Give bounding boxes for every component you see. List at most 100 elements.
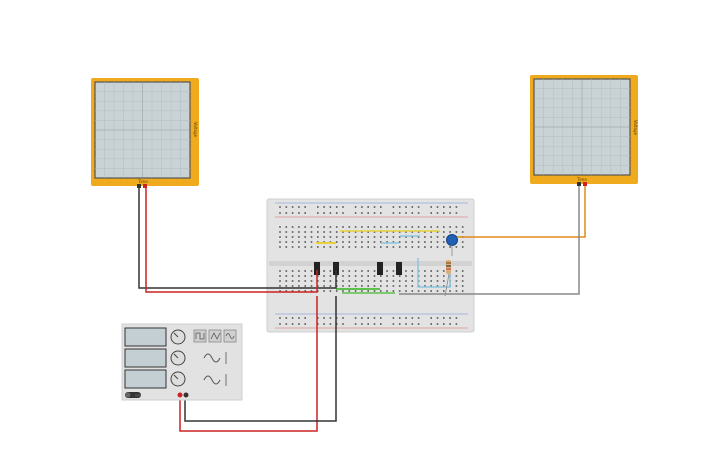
- breadboard-hole[interactable]: [398, 206, 401, 208]
- breadboard-hole[interactable]: [329, 236, 332, 238]
- breadboard-hole[interactable]: [367, 206, 369, 208]
- breadboard-hole[interactable]: [417, 206, 420, 208]
- breadboard-hole[interactable]: [279, 317, 281, 319]
- breadboard-hole[interactable]: [354, 236, 357, 238]
- breadboard-hole[interactable]: [436, 317, 439, 319]
- breadboard-hole[interactable]: [411, 270, 414, 272]
- breadboard-hole[interactable]: [342, 241, 344, 243]
- breadboard-hole[interactable]: [291, 270, 294, 272]
- breadboard-hole[interactable]: [398, 323, 401, 325]
- breadboard-hole[interactable]: [455, 280, 458, 282]
- breadboard-hole[interactable]: [361, 317, 363, 319]
- breadboard-hole[interactable]: [455, 231, 458, 233]
- breadboard-hole[interactable]: [417, 241, 420, 243]
- breadboard-hole[interactable]: [436, 285, 439, 287]
- breadboard-hole[interactable]: [411, 226, 414, 228]
- breadboard-hole[interactable]: [335, 246, 338, 248]
- breadboard-hole[interactable]: [285, 241, 288, 243]
- breadboard-hole[interactable]: [405, 226, 407, 228]
- breadboard-hole[interactable]: [461, 275, 464, 277]
- breadboard-hole[interactable]: [323, 317, 325, 319]
- breadboard-hole[interactable]: [455, 270, 458, 272]
- breadboard-hole[interactable]: [304, 206, 306, 208]
- breadboard-hole[interactable]: [342, 206, 344, 208]
- breadboard-hole[interactable]: [291, 246, 294, 248]
- breadboard-hole[interactable]: [405, 275, 407, 277]
- breadboard-hole[interactable]: [380, 285, 382, 287]
- breadboard-hole[interactable]: [329, 246, 332, 248]
- breadboard-hole[interactable]: [304, 280, 306, 282]
- breadboard-hole[interactable]: [285, 285, 288, 287]
- breadboard-hole[interactable]: [398, 317, 401, 319]
- breadboard-hole[interactable]: [455, 275, 458, 277]
- breadboard-hole[interactable]: [304, 246, 306, 248]
- breadboard-hole[interactable]: [405, 290, 407, 292]
- breadboard-hole[interactable]: [310, 236, 313, 238]
- breadboard-hole[interactable]: [405, 206, 407, 208]
- breadboard-hole[interactable]: [310, 280, 313, 282]
- breadboard-hole[interactable]: [386, 285, 388, 287]
- breadboard-hole[interactable]: [449, 226, 451, 228]
- breadboard-hole[interactable]: [317, 212, 319, 214]
- oscilloscope-left-terminal-neg[interactable]: [137, 184, 141, 188]
- breadboard-hole[interactable]: [417, 317, 420, 319]
- breadboard-hole[interactable]: [398, 280, 401, 282]
- breadboard-hole[interactable]: [304, 317, 306, 319]
- breadboard-hole[interactable]: [310, 275, 313, 277]
- breadboard-hole[interactable]: [304, 323, 306, 325]
- breadboard-hole[interactable]: [329, 285, 332, 287]
- breadboard-hole[interactable]: [461, 226, 464, 228]
- breadboard-hole[interactable]: [443, 275, 445, 277]
- breadboard-hole[interactable]: [291, 285, 294, 287]
- breadboard-hole[interactable]: [354, 317, 357, 319]
- breadboard-hole[interactable]: [417, 212, 420, 214]
- breadboard-hole[interactable]: [354, 212, 357, 214]
- breadboard-hole[interactable]: [291, 275, 294, 277]
- breadboard-hole[interactable]: [392, 275, 395, 277]
- breadboard-hole[interactable]: [380, 290, 382, 292]
- breadboard-hole[interactable]: [361, 323, 363, 325]
- breadboard-hole[interactable]: [279, 290, 281, 292]
- breadboard-hole[interactable]: [411, 212, 414, 214]
- breadboard-hole[interactable]: [411, 246, 414, 248]
- breadboard-hole[interactable]: [279, 236, 281, 238]
- breadboard-hole[interactable]: [298, 275, 300, 277]
- breadboard-hole[interactable]: [436, 241, 439, 243]
- breadboard-hole[interactable]: [443, 323, 445, 325]
- breadboard-hole[interactable]: [392, 323, 395, 325]
- breadboard-hole[interactable]: [323, 290, 325, 292]
- breadboard-hole[interactable]: [298, 270, 300, 272]
- breadboard-hole[interactable]: [443, 290, 445, 292]
- breadboard-hole[interactable]: [310, 231, 313, 233]
- breadboard-hole[interactable]: [367, 236, 369, 238]
- breadboard-hole[interactable]: [279, 323, 281, 325]
- wire-left-scope-red[interactable]: [145, 188, 318, 293]
- breadboard-hole[interactable]: [424, 285, 426, 287]
- breadboard-hole[interactable]: [367, 317, 369, 319]
- breadboard-hole[interactable]: [348, 270, 351, 272]
- breadboard-hole[interactable]: [430, 246, 432, 248]
- breadboard-hole[interactable]: [329, 280, 332, 282]
- breadboard-hole[interactable]: [392, 280, 395, 282]
- breadboard-hole[interactable]: [335, 241, 338, 243]
- diode-1[interactable]: [314, 262, 320, 275]
- breadboard-hole[interactable]: [386, 241, 388, 243]
- breadboard-hole[interactable]: [398, 275, 401, 277]
- breadboard-hole[interactable]: [461, 280, 464, 282]
- breadboard-hole[interactable]: [304, 236, 306, 238]
- breadboard-hole[interactable]: [430, 236, 432, 238]
- breadboard-hole[interactable]: [354, 246, 357, 248]
- oscilloscope-left[interactable]: Time Voltage: [91, 78, 199, 188]
- breadboard-hole[interactable]: [411, 206, 414, 208]
- breadboard-hole[interactable]: [367, 270, 369, 272]
- breadboard-hole[interactable]: [380, 206, 382, 208]
- breadboard-hole[interactable]: [417, 236, 420, 238]
- breadboard-hole[interactable]: [298, 231, 300, 233]
- breadboard-hole[interactable]: [342, 246, 344, 248]
- breadboard-hole[interactable]: [342, 280, 344, 282]
- breadboard-hole[interactable]: [354, 231, 357, 233]
- breadboard-hole[interactable]: [380, 231, 382, 233]
- breadboard-hole[interactable]: [461, 246, 464, 248]
- output-terminal-neg[interactable]: [183, 392, 189, 398]
- breadboard-hole[interactable]: [323, 226, 325, 228]
